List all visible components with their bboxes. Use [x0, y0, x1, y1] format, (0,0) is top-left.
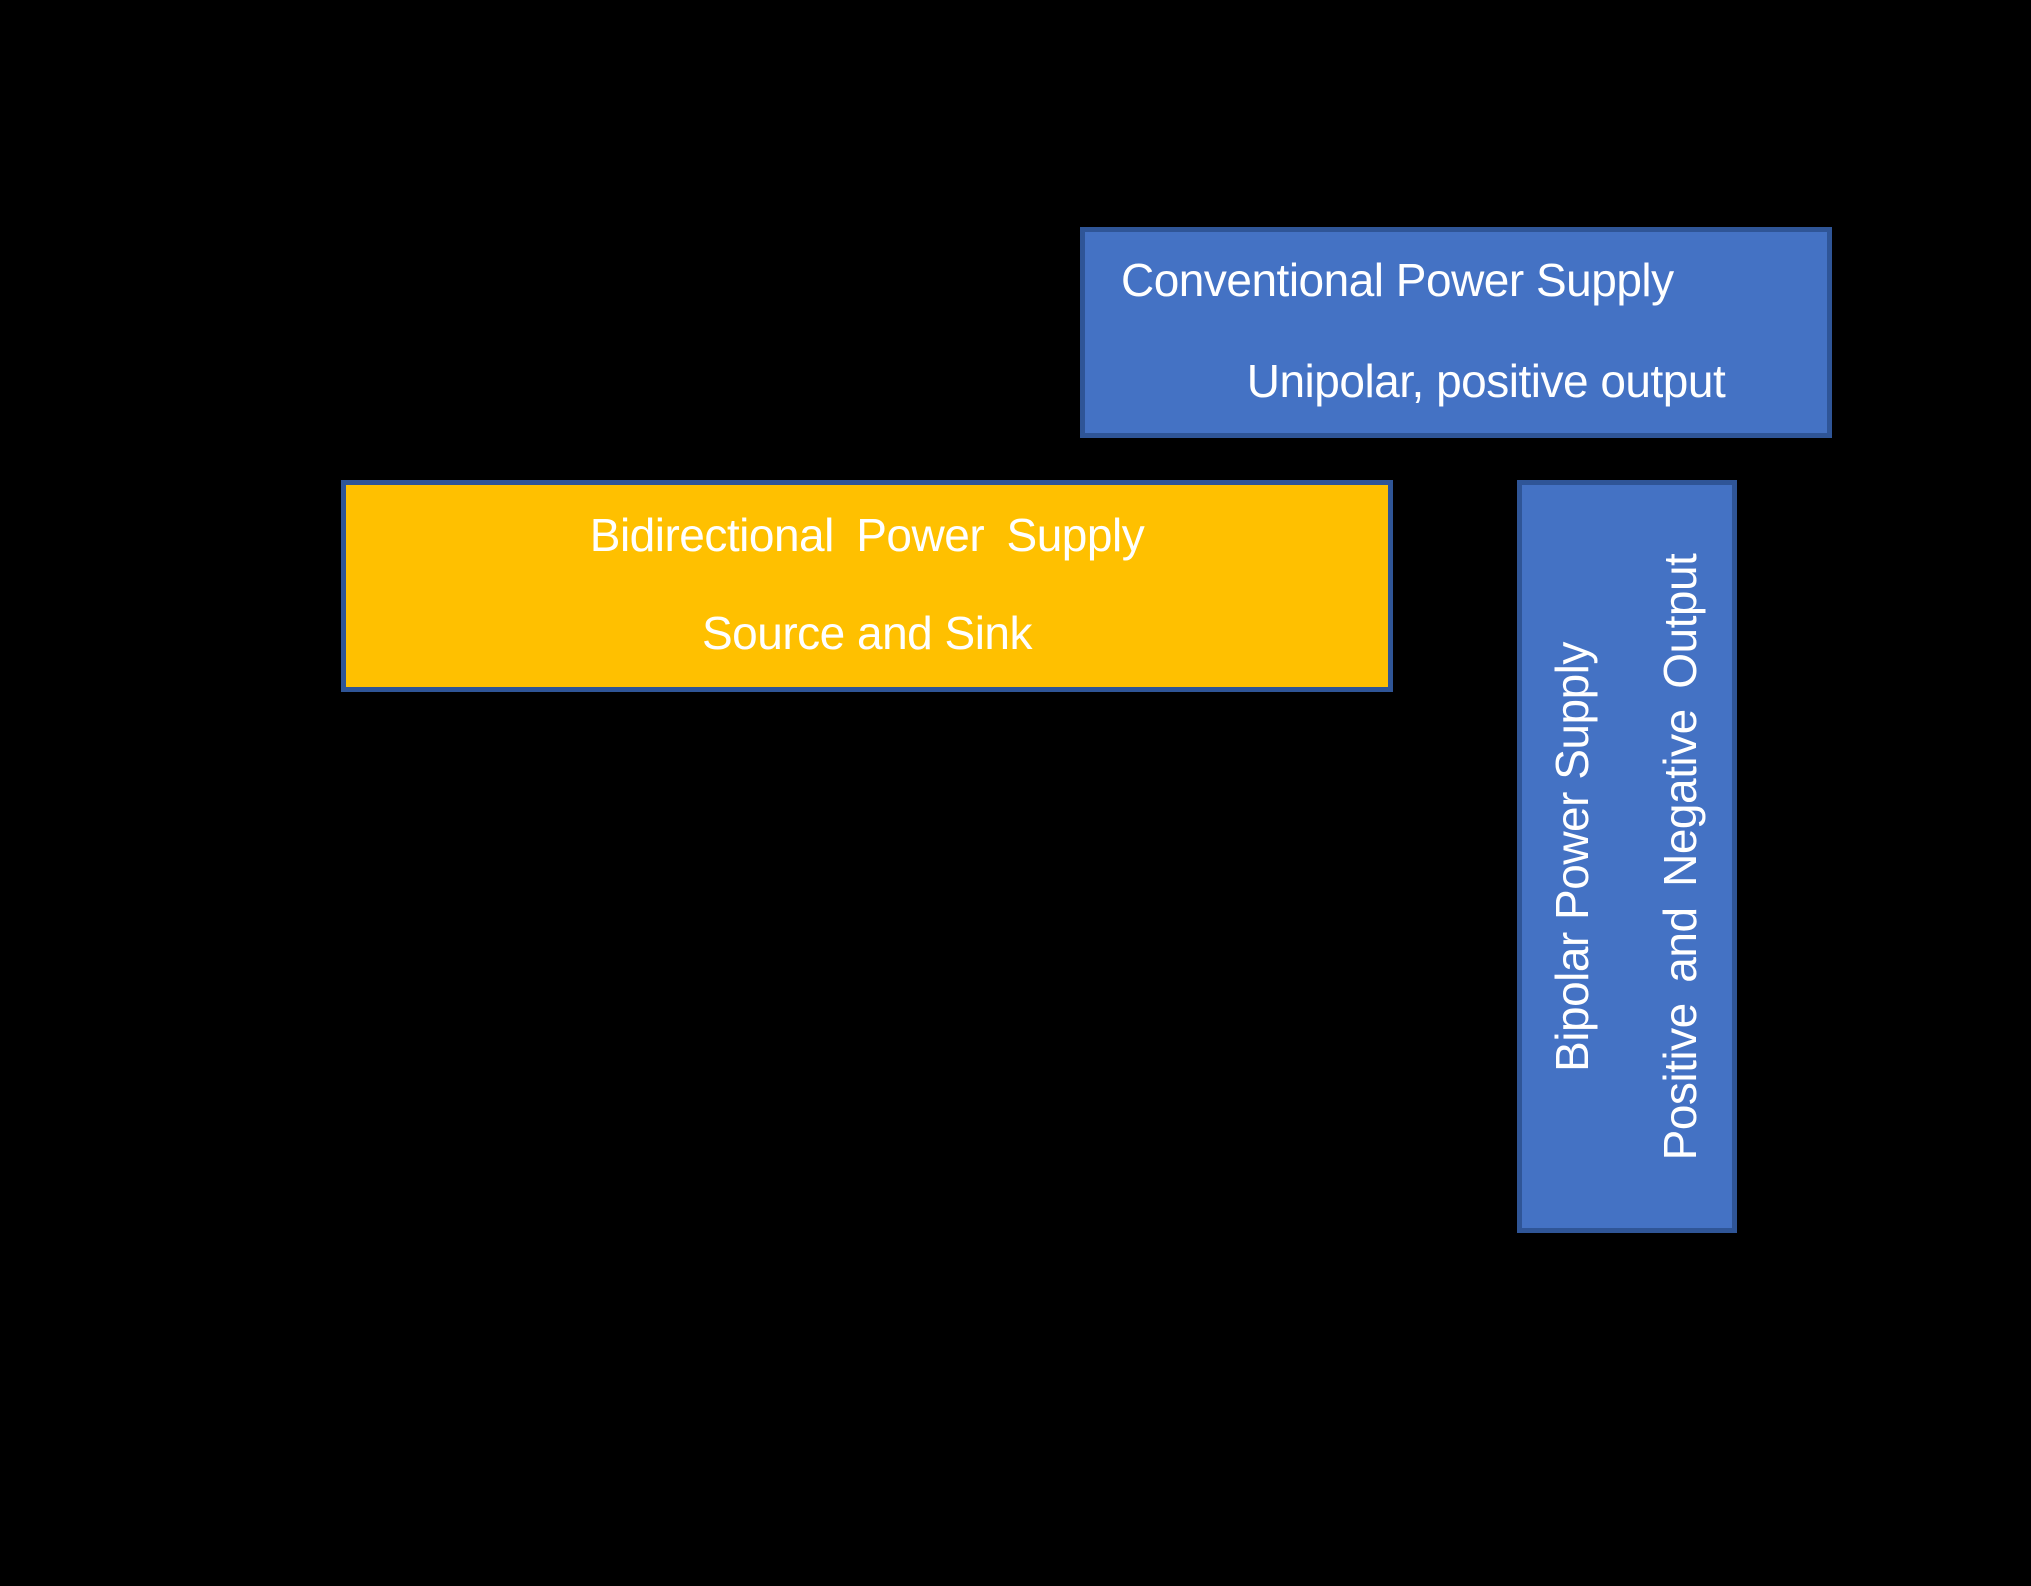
bipolar-power-supply-title: Bipolar Power Supply	[1546, 641, 1598, 1072]
bidirectional-power-supply-subtitle: Source and Sink	[701, 607, 1033, 660]
bidirectional-power-supply-title: Bidirectional Power Supply	[589, 509, 1145, 561]
bipolar-rotated-text: Bipolar Power Supply Positive and Negati…	[1522, 485, 1732, 1228]
conventional-power-supply-box: Conventional Power Supply Unipolar, posi…	[1080, 227, 1832, 438]
conventional-power-supply-subtitle: Unipolar, positive output	[1246, 355, 1726, 408]
conventional-power-supply-title: Conventional Power Supply	[1121, 254, 1674, 306]
bidirectional-power-supply-box: Bidirectional Power Supply Source and Si…	[341, 480, 1393, 692]
bipolar-power-supply-box: Bipolar Power Supply Positive and Negati…	[1517, 480, 1737, 1233]
bipolar-power-supply-subtitle: Positive and Negative Output	[1654, 553, 1707, 1160]
